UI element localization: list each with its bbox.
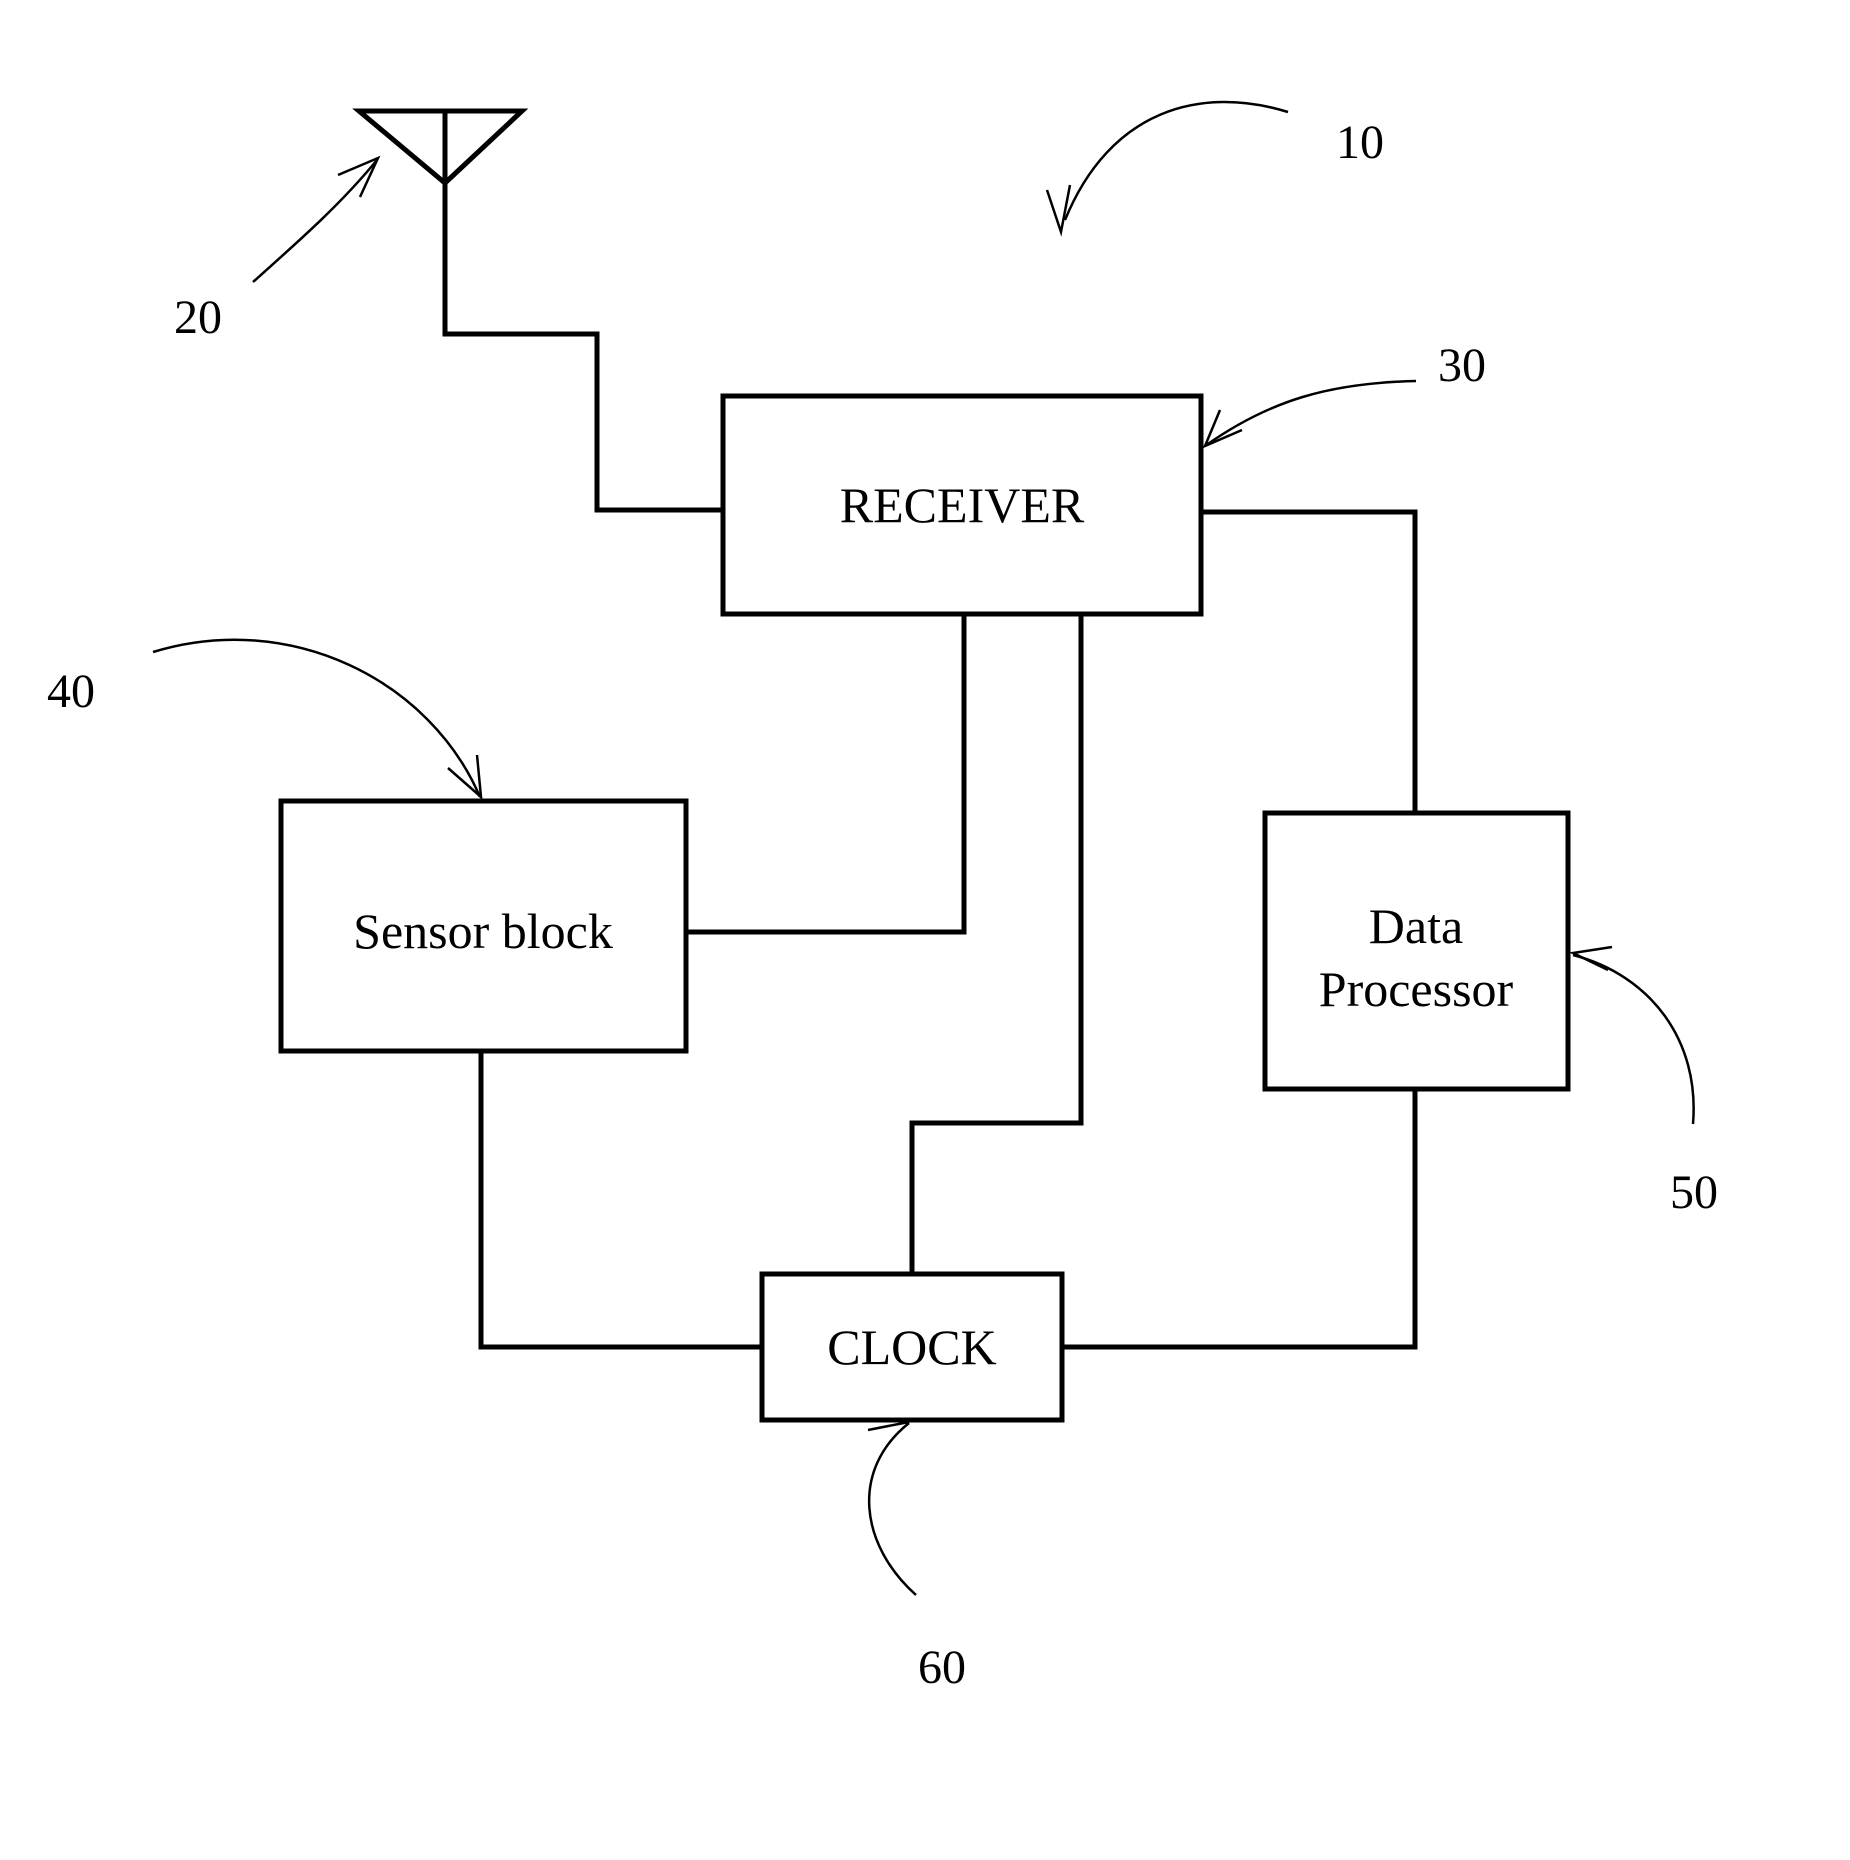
- leader-arrow-20: [253, 158, 378, 282]
- leader-arrow-30: [1205, 381, 1416, 446]
- leader-arrow-40: [153, 640, 481, 797]
- ref-label-20: 20: [174, 291, 222, 344]
- receiver-label: RECEIVER: [840, 477, 1085, 533]
- wire-processor-clock: [1062, 1089, 1415, 1347]
- processor-label-line1: Data: [1369, 898, 1463, 954]
- clock-label: CLOCK: [827, 1319, 996, 1375]
- ref-label-10: 10: [1336, 116, 1384, 169]
- wire-sensor-clock: [481, 1051, 760, 1347]
- wire-receiver-sensor: [686, 614, 964, 932]
- wire-receiver-processor: [1201, 512, 1415, 811]
- ref-label-60: 60: [918, 1641, 966, 1694]
- processor-label-line2: Processor: [1319, 961, 1514, 1017]
- ref-label-40: 40: [47, 665, 95, 718]
- leader-arrow-50: [1573, 947, 1694, 1124]
- sensor-label: Sensor block: [353, 903, 613, 959]
- ref-label-50: 50: [1670, 1166, 1718, 1219]
- antenna-icon: [359, 111, 522, 183]
- ref-label-30: 30: [1438, 339, 1486, 392]
- leader-arrow-10: [1047, 102, 1288, 232]
- leader-arrow-60: [868, 1422, 916, 1595]
- wire-antenna-receiver: [445, 183, 723, 510]
- wire-receiver-clock: [912, 614, 1081, 1272]
